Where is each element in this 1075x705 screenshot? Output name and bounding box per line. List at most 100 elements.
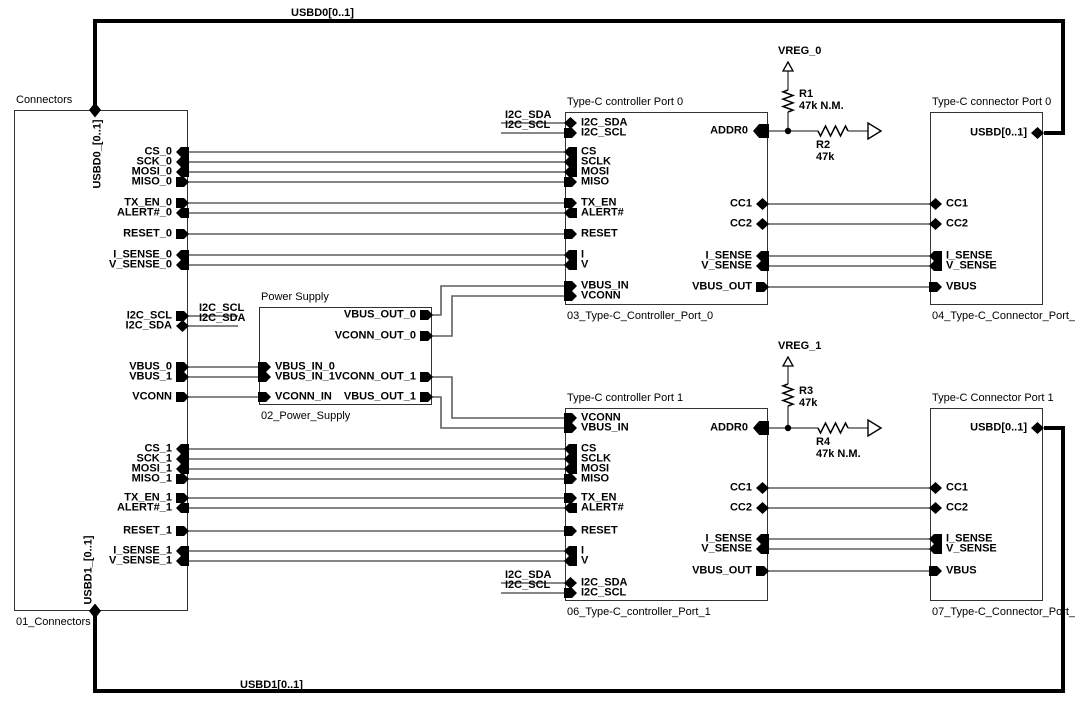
pin-controller-port-0-v-sense — [756, 261, 769, 271]
pin-connector-port-0-vbus — [929, 282, 942, 292]
pin-label-controller-port-0-v-sense: V_SENSE — [701, 259, 752, 272]
pin-label-controller-port-0-i2c-scl: I2C_SCL — [581, 126, 627, 139]
pin-label-controller-port-0-i2c-sda: I2C_SDA — [581, 116, 628, 129]
net-label-i2c-scl-ctrl0: I2C_SCL — [505, 119, 551, 131]
resistor-r2-ref: R2 — [816, 139, 831, 151]
pin-connector-port-1-vbus — [929, 566, 942, 576]
pin-connector-port-0-i-sense — [929, 251, 942, 261]
net-label-i2c-sda-connectors: I2C_SDA — [199, 312, 246, 324]
pin-label-controller-port-0-mosi: MOSI — [581, 165, 610, 178]
block-title-controller-port-1: Type-C controller Port 1 — [567, 392, 684, 404]
pin-controller-port-1-miso — [564, 474, 577, 484]
pin-label-controller-port-0-reset: RESET — [581, 227, 618, 240]
pin-label-controller-port-0-cc1: CC1 — [729, 197, 752, 210]
pin-controller-port-1-cc1 — [756, 482, 769, 494]
pin-power-supply-vbus-out-0 — [420, 310, 433, 320]
block-connectors — [14, 110, 188, 611]
pin-label-power-supply-vconn-out-0: VCONN_OUT_0 — [334, 329, 416, 342]
pin-connectors-reset-0 — [176, 229, 189, 239]
pin-label-controller-port-0-i: I — [581, 248, 585, 261]
pin-connector-port-1-usbd-0-1 — [1031, 422, 1044, 434]
pin-controller-port-0-i — [564, 250, 577, 260]
pin-connector-port-1-cc2 — [929, 502, 942, 514]
vreg-1-symbol — [781, 355, 795, 367]
addr0-port0-arrow — [867, 121, 883, 141]
pin-label-connectors-i-sense-1: I_SENSE_1 — [113, 544, 172, 557]
pin-label-connectors-cs-0: CS_0 — [144, 145, 172, 158]
pin-controller-port-0-i2c-sda — [564, 117, 577, 129]
block-footer-connector-port-1: 07_Type-C_Connector_Port_1 — [932, 606, 1075, 618]
addr0-port1-arrow — [867, 418, 883, 438]
pin-controller-port-1-i2c-scl — [564, 588, 577, 598]
block-footer-controller-port-0: 03_Type-C_Controller_Port_0 — [567, 310, 714, 322]
vreg-0-label: VREG_0 — [778, 45, 822, 57]
pin-label-controller-port-1-i2c-scl: I2C_SCL — [581, 586, 627, 599]
pin-controller-port-0-i2c-scl — [564, 128, 577, 138]
pin-controller-port-1-sclk — [564, 454, 577, 464]
pin-label-connectors-reset-1: RESET_1 — [123, 524, 172, 537]
pin-connectors-usbd0-0-1 — [89, 102, 101, 118]
block-footer-controller-port-1: 06_Type-C_controller_Port_1 — [567, 606, 711, 618]
wire-vbus-out-1-route — [432, 396, 565, 429]
resistor-r4-ref: R4 — [816, 436, 831, 448]
block-power-supply — [259, 307, 432, 405]
wire-vconn-out-1-route — [432, 376, 565, 419]
pin-connectors-vconn — [176, 392, 189, 402]
pin-label-controller-port-1-alert: ALERT# — [581, 501, 624, 514]
pin-label-connector-port-1-usbd-0-1: USBD[0..1] — [970, 421, 1027, 434]
pin-power-supply-vbus-in-0 — [258, 362, 271, 372]
block-controller-port-0 — [565, 112, 768, 305]
pin-power-supply-vconn-in — [258, 392, 271, 402]
pin-connectors-alert-1 — [176, 503, 189, 513]
pin-connector-port-1-i-sense — [929, 534, 942, 544]
pin-label-connectors-usbd0-0-1: USBD0_[0..1] — [91, 119, 104, 189]
pin-label-connector-port-0-i-sense: I_SENSE — [946, 249, 993, 262]
pin-label-controller-port-0-miso: MISO — [581, 175, 610, 188]
pin-controller-port-0-vbus-out — [756, 282, 769, 292]
pin-label-connector-port-1-cc1: CC1 — [946, 481, 969, 494]
pin-label-controller-port-1-vbus-in: VBUS_IN — [581, 421, 629, 434]
pin-controller-port-0-tx-en — [564, 198, 577, 208]
pin-label-power-supply-vbus-in-0: VBUS_IN_0 — [275, 360, 335, 373]
pin-connectors-cs-1 — [176, 444, 189, 454]
pin-connector-port-1-v-sense — [929, 544, 942, 554]
pin-connector-port-0-usbd-0-1 — [1031, 127, 1044, 139]
pin-controller-port-1-reset — [564, 526, 577, 536]
usbd1-bus-wire — [93, 426, 1065, 693]
pin-label-connectors-vconn: VCONN — [132, 390, 172, 403]
pin-controller-port-0-alert — [564, 208, 577, 218]
pin-connectors-alert-0 — [176, 208, 189, 218]
pin-label-controller-port-0-i-sense: I_SENSE — [705, 249, 752, 262]
vreg-0-symbol — [781, 60, 795, 72]
block-title-controller-port-0: Type-C controller Port 0 — [567, 96, 684, 108]
pin-label-controller-port-0-tx-en: TX_EN — [581, 196, 617, 209]
pin-label-connectors-miso-0: MISO_0 — [131, 175, 172, 188]
pin-label-controller-port-1-v-sense: V_SENSE — [701, 542, 752, 555]
pin-connectors-cs-0 — [176, 147, 189, 157]
pin-label-connector-port-1-v-sense: V_SENSE — [946, 542, 997, 555]
pin-label-power-supply-vconn-in: VCONN_IN — [275, 390, 332, 403]
pin-connectors-tx-en-1 — [176, 493, 189, 503]
pin-label-controller-port-1-cs: CS — [581, 442, 597, 455]
resistor-r4-symbol — [817, 421, 849, 435]
pin-controller-port-0-mosi — [564, 167, 577, 177]
pin-controller-port-0-miso — [564, 177, 577, 187]
pin-label-controller-port-1-i: I — [581, 544, 585, 557]
block-footer-power-supply: 02_Power_Supply — [261, 410, 351, 422]
pin-label-connector-port-0-usbd-0-1: USBD[0..1] — [970, 126, 1027, 139]
pin-controller-port-0-addr0 — [753, 124, 769, 138]
net-label-i2c-scl-ctrl1: I2C_SCL — [505, 579, 551, 591]
resistor-r3-value: 47k — [799, 397, 818, 409]
pin-power-supply-vconn-out-0 — [420, 331, 433, 341]
pin-label-connectors-vbus-0: VBUS_0 — [129, 360, 172, 373]
pin-label-controller-port-1-addr0: ADDR0 — [710, 421, 748, 434]
pin-label-connector-port-0-v-sense: V_SENSE — [946, 259, 997, 272]
block-title-connector-port-0: Type-C connector Port 0 — [932, 96, 1052, 108]
pin-connectors-i2c-sda — [176, 320, 189, 332]
pin-connectors-tx-en-0 — [176, 198, 189, 208]
pin-controller-port-1-mosi — [564, 464, 577, 474]
pin-label-controller-port-1-i2c-sda: I2C_SDA — [581, 576, 628, 589]
pin-label-controller-port-0-vconn: VCONN — [581, 289, 621, 302]
pin-label-connectors-cs-1: CS_1 — [144, 442, 172, 455]
